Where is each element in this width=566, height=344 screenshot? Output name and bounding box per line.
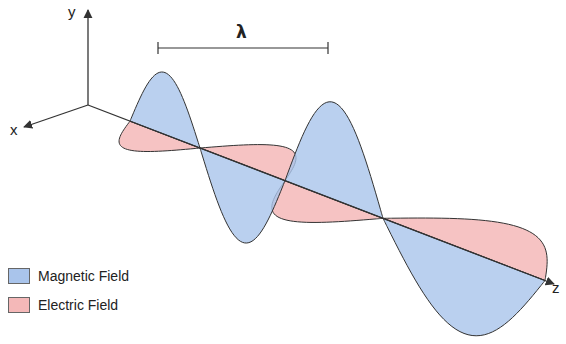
magnetic-lobe: [383, 218, 545, 335]
axis-label: x: [10, 122, 18, 137]
magnetic-lobe: [200, 148, 285, 243]
magnetic-lobe: [285, 102, 383, 219]
legend-text: Magnetic Field: [38, 269, 129, 283]
wavelength-label: λ: [236, 24, 247, 41]
magnetic-lobe: [130, 72, 200, 148]
legend-swatch: [8, 268, 30, 284]
axis-label: z: [552, 280, 560, 295]
wave-group: [119, 72, 547, 336]
wavelength-bracket: [158, 42, 328, 54]
y-axis: [87, 10, 88, 105]
z-axis: [88, 105, 554, 284]
legend-text: Electric Field: [38, 298, 118, 312]
x-axis: [24, 105, 88, 127]
legend-swatch: [8, 297, 30, 313]
axis-label: y: [68, 4, 76, 19]
